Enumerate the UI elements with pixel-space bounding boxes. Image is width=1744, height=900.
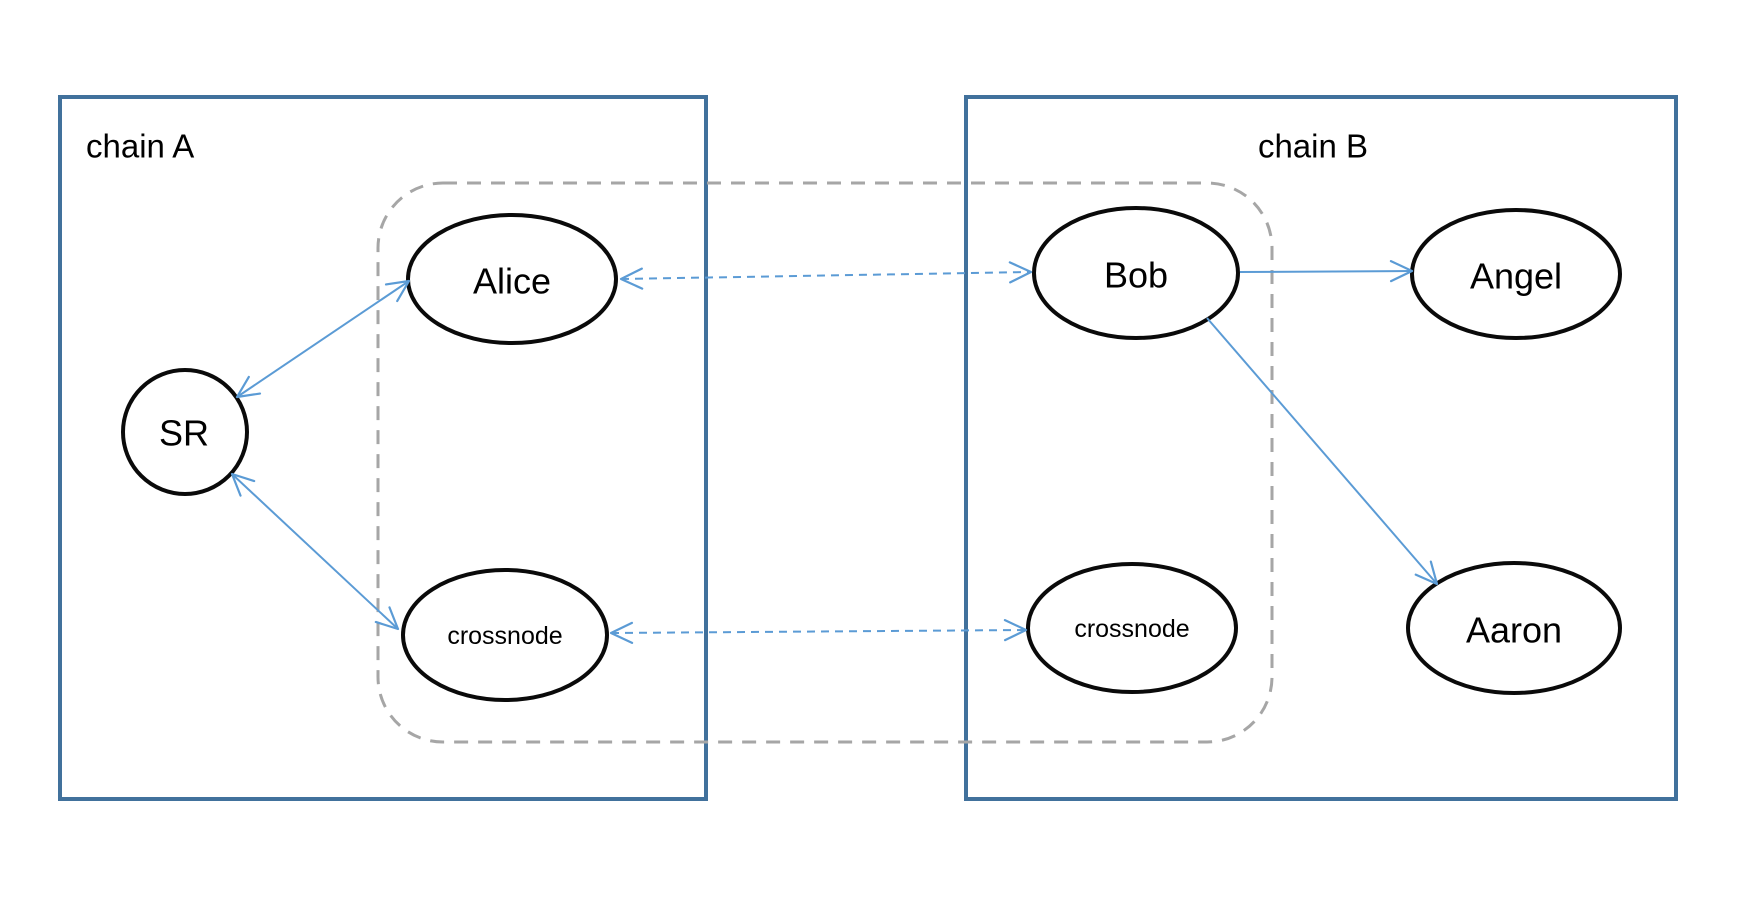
node-sr-label: SR: [159, 413, 209, 454]
node-crossnode-b: [1026, 562, 1238, 694]
node-aaron-label: Aaron: [1466, 610, 1562, 651]
node-angel-label: Angel: [1470, 256, 1562, 297]
node-bob: [1032, 206, 1240, 340]
node-bob-label: Bob: [1104, 255, 1168, 296]
chain-a-container: [58, 95, 708, 801]
chain-b-label: chain B: [1258, 128, 1368, 165]
edge-bob-angel: [1239, 260, 1414, 283]
node-aaron: [1406, 561, 1622, 695]
node-sr: [121, 368, 249, 496]
node-crossnode-a: [401, 568, 609, 702]
node-alice-label: Alice: [473, 261, 551, 302]
edge-sr-crossnode-a: [230, 472, 400, 631]
chain-b-container: [964, 95, 1678, 801]
edge-bob-aaron: [1206, 317, 1439, 586]
edge-alice-bob-dashed: [619, 261, 1033, 290]
cross-chain-dashed-group: [376, 181, 1274, 744]
node-alice: [406, 213, 618, 345]
edge-crossnode-crossnode-dashed: [609, 619, 1028, 644]
chain-a-label: chain A: [86, 128, 194, 165]
node-crossnode-b-label: crossnode: [1074, 615, 1189, 643]
edge-sr-alice: [235, 279, 411, 399]
node-crossnode-a-label: crossnode: [447, 622, 562, 650]
